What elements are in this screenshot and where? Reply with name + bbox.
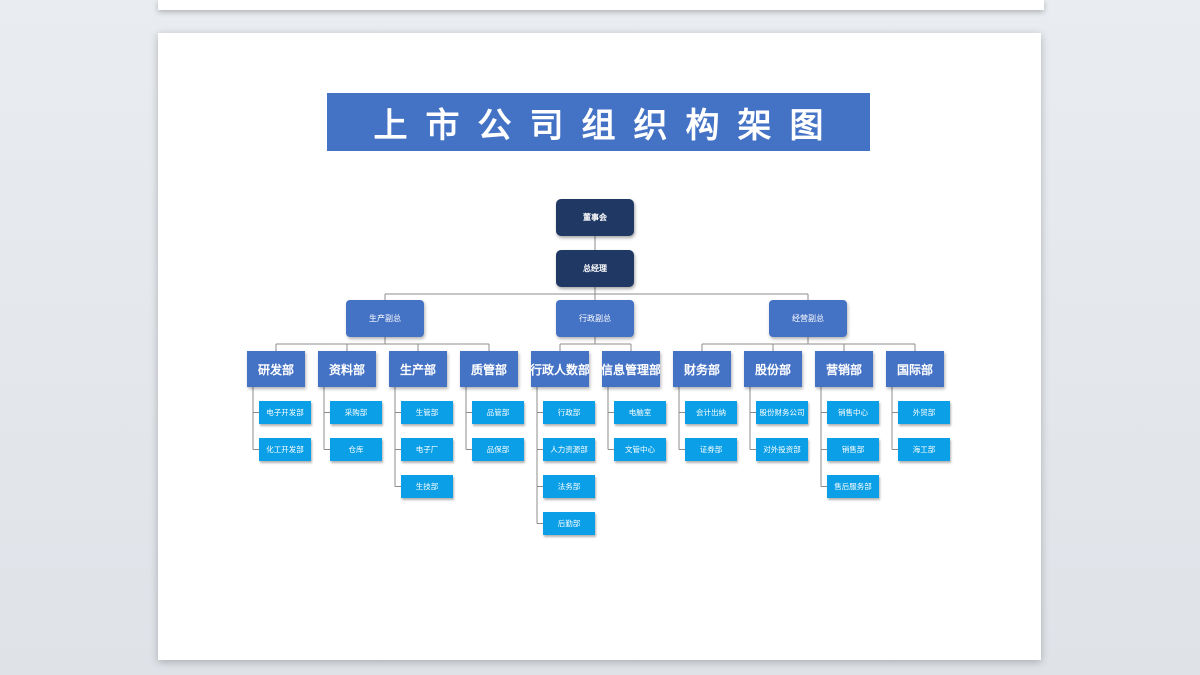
department-node: 生产部 [389, 351, 447, 387]
sub-department-node: 文管中心 [614, 438, 666, 461]
vp-node: 行政副总 [556, 300, 634, 337]
sub-department-node: 化工开发部 [259, 438, 311, 461]
sub-department-node: 外贸部 [898, 401, 950, 424]
vp-node: 经营副总 [769, 300, 847, 337]
sub-department-node: 证券部 [685, 438, 737, 461]
sub-department-node: 法务部 [543, 475, 595, 498]
sub-department-node: 生管部 [401, 401, 453, 424]
department-node: 股份部 [744, 351, 802, 387]
sub-department-node: 品管部 [472, 401, 524, 424]
sub-department-node: 后勤部 [543, 512, 595, 535]
chart-title: 上市公司组织构架图 [327, 93, 870, 151]
sub-department-node: 采购部 [330, 401, 382, 424]
board-node: 董事会 [556, 199, 634, 236]
sub-department-node: 电子厂 [401, 438, 453, 461]
sub-department-node: 电子开发部 [259, 401, 311, 424]
sub-department-node: 销售中心 [827, 401, 879, 424]
department-node: 资料部 [318, 351, 376, 387]
sub-department-node: 股份财务公司 [756, 401, 808, 424]
sub-department-node: 人力资源部 [543, 438, 595, 461]
department-node: 研发部 [247, 351, 305, 387]
vp-node: 生产副总 [346, 300, 424, 337]
sub-department-node: 销售部 [827, 438, 879, 461]
previous-slide-edge [158, 0, 1044, 10]
department-node: 营销部 [815, 351, 873, 387]
department-node: 财务部 [673, 351, 731, 387]
sub-department-node: 售后服务部 [827, 475, 879, 498]
sub-department-node: 海工部 [898, 438, 950, 461]
department-node: 行政人数部 [531, 351, 589, 387]
department-node: 信息管理部 [602, 351, 660, 387]
sub-department-node: 生技部 [401, 475, 453, 498]
gm-node: 总经理 [556, 250, 634, 287]
sub-department-node: 电脑室 [614, 401, 666, 424]
sub-department-node: 仓库 [330, 438, 382, 461]
department-node: 国际部 [886, 351, 944, 387]
sub-department-node: 对外投资部 [756, 438, 808, 461]
sub-department-node: 品保部 [472, 438, 524, 461]
sub-department-node: 会计出纳 [685, 401, 737, 424]
department-node: 质管部 [460, 351, 518, 387]
sub-department-node: 行政部 [543, 401, 595, 424]
